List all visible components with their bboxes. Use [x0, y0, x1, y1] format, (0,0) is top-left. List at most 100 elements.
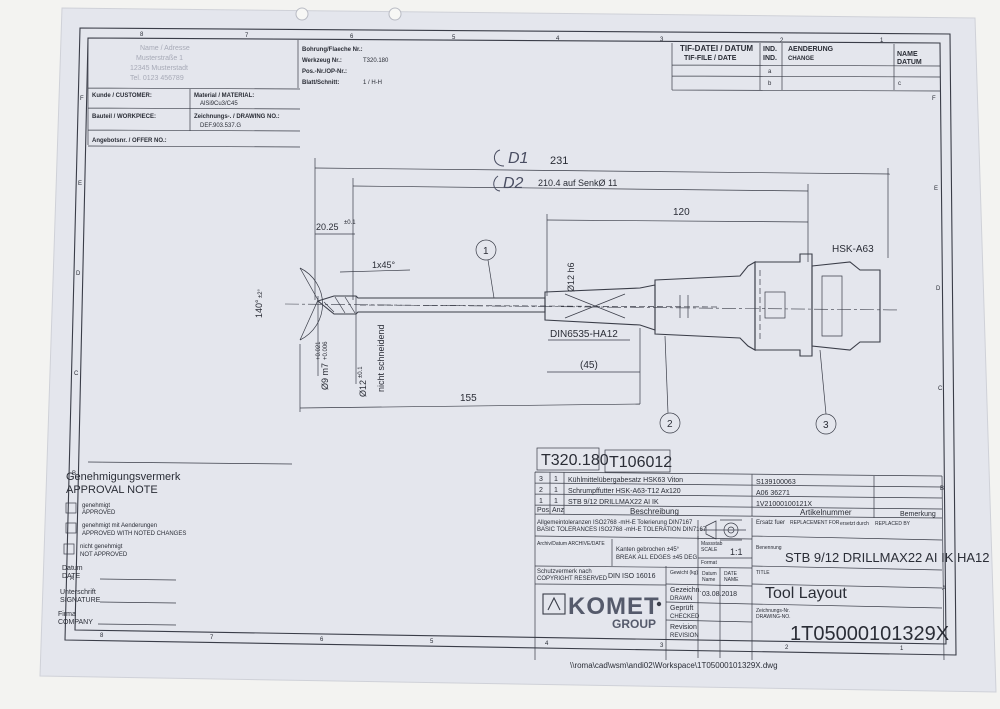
rev-row-b: b [768, 81, 772, 87]
approved-changes-en: APPROVED WITH NOTED CHANGES [82, 531, 186, 537]
tool-no-1: T320.180 [541, 452, 609, 469]
datum-de: Datum [62, 565, 83, 572]
schutz-en: COPYRIGHT RESERVED [537, 576, 608, 582]
rev-row-a: a [768, 69, 772, 75]
unterschrift-de: Unterschrift [60, 589, 96, 596]
rev-name: NAME [897, 51, 918, 58]
drill-flutes [323, 296, 356, 314]
hand-bracket-d2 [493, 175, 501, 192]
balloon-2: 2 [667, 419, 673, 430]
schutz-de: Schutzvermerk nach [537, 569, 592, 575]
zone-left-b: B [72, 471, 76, 477]
hsk-bore [821, 275, 843, 337]
balloon-2-circle [659, 412, 681, 434]
datum-en-tb: DATE [724, 571, 738, 577]
dim-line-210 [352, 185, 809, 192]
zone-top-3: 3 [660, 37, 664, 43]
benennung-value: STB 9/12 DRILLMAX22 AI IK HA12 [785, 550, 990, 565]
bom-2-qty: 1 [554, 487, 558, 494]
leader-1 [487, 259, 495, 299]
approved-changes-de: genehmigt mit Aenderungen [82, 523, 157, 529]
komet-logo-mark [542, 593, 566, 615]
zone-top-5: 5 [452, 35, 456, 41]
tool-no-2: T106012 [609, 454, 672, 471]
geprueft-de: Geprüft [670, 605, 693, 612]
tool-no-1-box [536, 447, 600, 471]
hsk-flange [754, 253, 813, 357]
archiv-label: Archiv/Datum ARCHIVE/DATE [537, 541, 605, 547]
rev-ind-en: IND. [763, 55, 777, 62]
zone-bottom-2: 2 [785, 645, 789, 651]
bom-2-pos: 2 [539, 487, 543, 494]
bom-1-desc: STB 9/12 DRILLMAX22 AI IK [568, 499, 659, 506]
zone-bottom-8: 8 [100, 633, 104, 639]
rev-ind-de: IND. [763, 46, 777, 53]
not-approved-checkbox[interactable] [63, 543, 75, 555]
tol-d9-low: +0.006 [323, 341, 329, 360]
stamp-line-3: 12345 Musterstadt [130, 65, 188, 72]
replacement-for: REPLACEMENT FOR [790, 520, 840, 526]
zone-left-a: A [70, 576, 74, 582]
bom-row-2: 2 1 Schrumpffutter HSK-A63-T12 Ax120 A06… [539, 487, 790, 497]
zone-bottom-1: 1 [900, 646, 904, 652]
blatt-label: Blatt/Schnitt: [302, 80, 339, 86]
dim-angle-140: 140° [254, 299, 264, 318]
dim-d12h6: Ø12 h6 [566, 262, 576, 292]
zone-top-1: 1 [880, 38, 884, 44]
dim-d12: Ø12 [358, 380, 368, 397]
dim-chamfer: 1x45° [372, 260, 396, 270]
dim-120: 120 [673, 207, 690, 218]
rev-change: CHANGE [788, 56, 814, 62]
komet-logo-text: KOMET [568, 593, 660, 620]
bom-2-desc: Schrumpffutter HSK-A63-T12 Ax120 [568, 488, 681, 495]
approved-with-changes-checkbox[interactable] [65, 522, 77, 534]
tol-d12: ±0.1 [358, 366, 364, 378]
kanten-en: BREAK ALL EDGES ±45 DEG [616, 555, 697, 561]
approved-en: APPROVED [82, 510, 116, 516]
rev-tif-datei: TIF-DATEI / DATUM [680, 44, 753, 53]
stamp-line-2: Musterstraße 1 [136, 55, 183, 62]
zone-labels-top: 8 7 6 5 4 3 2 1 [140, 32, 884, 44]
rev-row-c: c [898, 81, 901, 87]
dim-210: 210.4 auf SenkØ 11 [538, 178, 617, 188]
drawn-date: 03.08.2018 [702, 591, 737, 598]
kanten-de: Kanten gebrochen ±45° [616, 547, 680, 553]
rev-datum: DATUM [897, 59, 922, 66]
col-art: Artikelnummer [800, 508, 852, 517]
approval-note: Genehmigungsvermerk APPROVAL NOTE genehm… [58, 461, 293, 626]
zone-top-8: 8 [140, 32, 144, 38]
massstab-de: Massstab [701, 541, 723, 547]
tol-line-2: BASIC TOLERANCES ISO2768 -mH-E TOLERATIO… [537, 527, 707, 533]
inner-frame [74, 37, 947, 645]
firma-de: Firma [58, 611, 76, 618]
approved-checkbox[interactable] [65, 502, 77, 514]
zeichnung-label: Zeichnungs-. / DRAWING NO.: [194, 114, 280, 120]
zone-bottom-4: 4 [545, 641, 549, 647]
col-pos: Pos. [537, 507, 551, 514]
datum-de-tb: Datum [702, 571, 717, 577]
zone-top-7: 7 [245, 33, 249, 39]
outer-frame [64, 27, 957, 656]
hsk-insert [764, 291, 786, 319]
bauteil-label: Bauteil / WORKPIECE: [92, 114, 156, 120]
bom-3-desc: Kühlmittelübergabesatz HSK63 Viton [568, 477, 683, 484]
zone-left-d: D [76, 271, 81, 277]
leader-3 [819, 349, 827, 415]
zone-right-c: C [938, 386, 943, 392]
bom-3-art: S139100063 [756, 479, 796, 486]
projection-symbol [697, 519, 746, 541]
approved-de: genehmigt [82, 503, 110, 509]
title-label: TITLE [756, 570, 770, 576]
din-label: DIN6535-HA12 [550, 329, 618, 340]
dim-line-120 [546, 219, 809, 223]
zone-right-e: E [934, 186, 938, 192]
werkzeug-value: T320.180 [363, 58, 389, 64]
bom-1-art: 1V21000100121X [756, 501, 812, 508]
gezeichn-en: DRAWN [670, 596, 692, 602]
dim-155: 155 [460, 393, 477, 404]
revision-table: TIF-DATEI / DATUM TIF-FILE / DATE IND. I… [671, 43, 941, 92]
not-approved-de: nicht genehmigt [80, 544, 123, 550]
note-schneide: nicht schneidend [376, 324, 386, 392]
tool-layout-title: Tool Layout [765, 585, 847, 602]
hsk-taper [811, 261, 881, 351]
